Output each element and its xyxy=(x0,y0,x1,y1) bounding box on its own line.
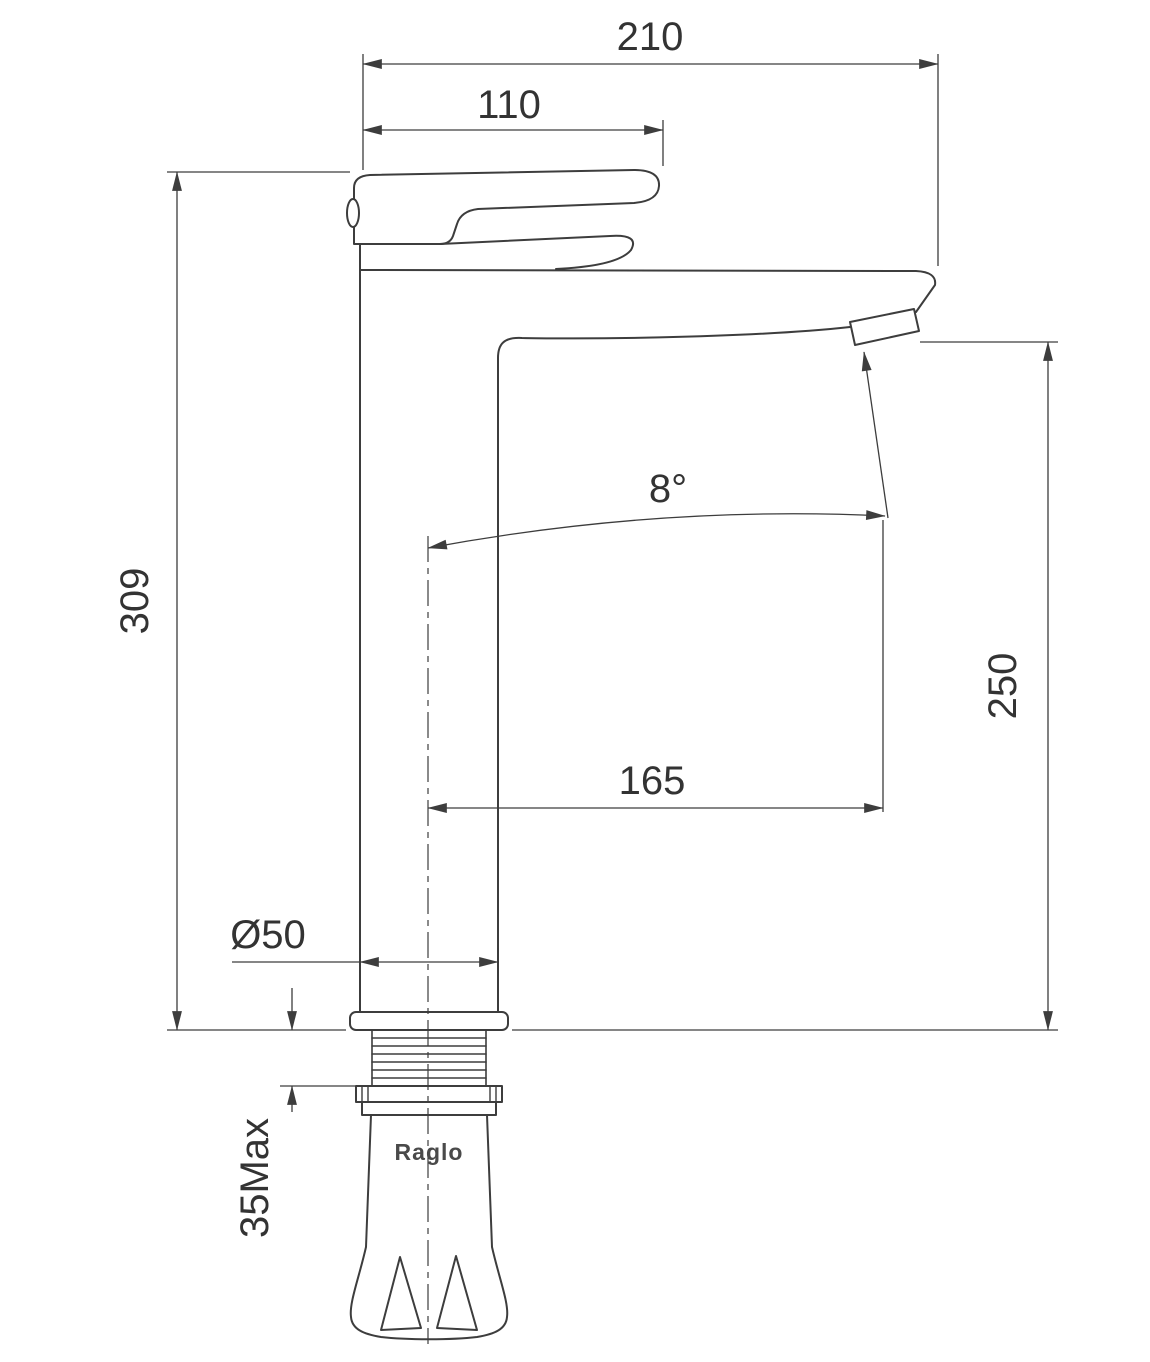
spout-underside-and-column-right xyxy=(497,326,851,1013)
crown-wing-left xyxy=(380,1256,422,1331)
brand-label: Raglo xyxy=(395,1139,464,1165)
dim-mount-label: 35Max xyxy=(233,1118,277,1238)
dim-outlet-height-label: 250 xyxy=(981,653,1025,720)
dim-height-label: 309 xyxy=(113,568,157,635)
handle-screw-plug xyxy=(346,198,360,228)
extension-lines xyxy=(167,54,1058,1087)
dim-handle-label: 110 xyxy=(477,83,541,127)
bottom-crown xyxy=(349,1246,509,1341)
dimension-labels: 210 110 309 250 165 8° Ø50 35Max Raglo xyxy=(113,15,1025,1238)
dim-angle-arc xyxy=(427,510,886,550)
outlet-stream-line xyxy=(861,351,889,519)
dim-diameter-label: Ø50 xyxy=(230,913,306,957)
faucet-handle xyxy=(353,169,661,245)
spout-aerator xyxy=(849,308,920,346)
base-plate xyxy=(349,1011,509,1031)
lock-nut xyxy=(355,1085,503,1116)
dimension-lines xyxy=(167,54,1058,1112)
crown-wing-right xyxy=(436,1255,478,1331)
faucet-outline xyxy=(346,169,937,1341)
dim-projection-label: 210 xyxy=(617,15,684,59)
lower-body-edges xyxy=(365,1114,493,1248)
spout-top-edge xyxy=(359,269,937,313)
dim-reach-label: 165 xyxy=(619,759,686,803)
neck-top-curve xyxy=(439,234,635,270)
dim-angle-label: 8° xyxy=(649,467,687,511)
threaded-shank xyxy=(371,1029,487,1087)
